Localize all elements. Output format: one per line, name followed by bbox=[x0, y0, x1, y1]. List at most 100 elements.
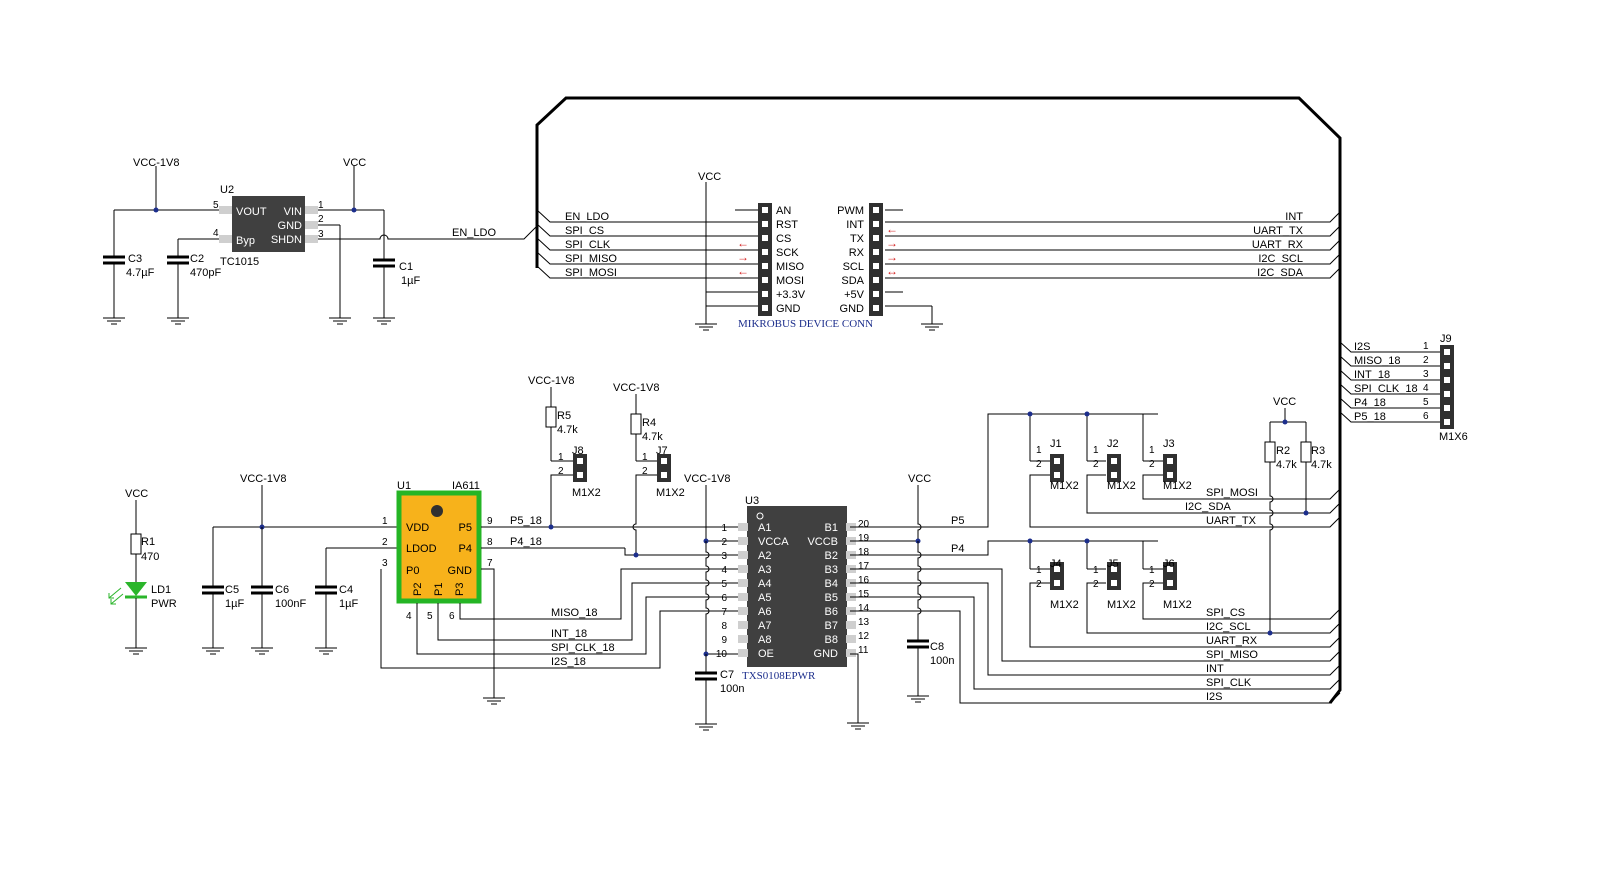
mikrobus-pin-sck: SCK bbox=[776, 247, 799, 259]
mikrobus-pin-miso: MISO bbox=[776, 261, 805, 273]
c1-ref: C1 bbox=[399, 261, 413, 273]
u1-pin-p4: P4 bbox=[459, 543, 472, 555]
net-spi-miso: SPI_MISO bbox=[1206, 649, 1258, 661]
net-i2c-scl: I2C_SCL bbox=[1206, 621, 1251, 633]
ldo-pin-vout: VOUT bbox=[236, 206, 267, 218]
mikrobus-pin-rst: RST bbox=[776, 219, 798, 231]
r4-rail: VCC-1V8 bbox=[613, 382, 659, 394]
c6-value: 100nF bbox=[275, 598, 306, 610]
u1-pinnum-8: 8 bbox=[487, 537, 493, 548]
u3-pinnum-right-8: 12 bbox=[858, 631, 870, 642]
j9-net-5: P4_18 bbox=[1354, 397, 1386, 409]
j8-part: M1X2 bbox=[572, 487, 601, 499]
j2-ref: J2 bbox=[1107, 438, 1119, 450]
j3-pin-2: 2 bbox=[1149, 459, 1155, 470]
led-icon bbox=[125, 582, 147, 596]
mikrobus-pin-tx: TX bbox=[850, 233, 865, 245]
r3-ref: R3 bbox=[1311, 445, 1325, 457]
j9-header: I2S MISO_18 INT_18 SPI_CLK_18 P4_18 P5_1… bbox=[1339, 333, 1468, 443]
u3-pin-right-0: B1 bbox=[825, 522, 838, 534]
ldo-rail-vcc1v8: VCC-1V8 bbox=[133, 157, 179, 169]
u3-ref: U3 bbox=[745, 495, 759, 507]
j7-part: M1X2 bbox=[656, 487, 685, 499]
arrow-both-icon: ↔ bbox=[886, 264, 898, 278]
net-i2s: I2S bbox=[1206, 691, 1223, 703]
j8-pin-1: 1 bbox=[558, 452, 564, 463]
j5-part: M1X2 bbox=[1107, 599, 1136, 611]
j6-pin-2: 2 bbox=[1149, 579, 1155, 590]
u3-pin-right-6: B6 bbox=[825, 606, 838, 618]
u1-pinnum-1: 1 bbox=[382, 516, 388, 527]
j8-pin-2: 2 bbox=[558, 466, 564, 477]
net-p4-18: P4_18 bbox=[510, 536, 542, 548]
j9-net-2: MISO_18 bbox=[1354, 355, 1400, 367]
u3-pinnum-left-5: 6 bbox=[721, 593, 727, 604]
j4-pin-2: 2 bbox=[1036, 579, 1042, 590]
mikrobus-pin-gnd-right: GND bbox=[840, 303, 865, 315]
r4-ref: R4 bbox=[642, 417, 656, 429]
net-spi-cs-bus: SPI_CS bbox=[565, 225, 604, 237]
arrow-left-icon: ← bbox=[737, 236, 749, 250]
net-uart-tx-bus: UART_TX bbox=[1253, 225, 1304, 237]
r1-ref: R1 bbox=[141, 536, 155, 548]
j9-net-6: P5_18 bbox=[1354, 411, 1386, 423]
u3-pin-left-0: A1 bbox=[758, 522, 771, 534]
net-miso-18: MISO_18 bbox=[551, 607, 597, 619]
j5-pin-2: 2 bbox=[1093, 579, 1099, 590]
u3-pinnum-right-7: 13 bbox=[858, 617, 870, 628]
net-i2c-sda: I2C_SDA bbox=[1185, 501, 1232, 513]
ldo-pinnum-3: 3 bbox=[318, 229, 324, 240]
ld1-ref: LD1 bbox=[151, 584, 171, 596]
j9-pin-4: 4 bbox=[1423, 383, 1429, 394]
r1-value: 470 bbox=[141, 551, 159, 563]
u3-pinnum-right-2: 18 bbox=[858, 547, 870, 558]
net-p5-18: P5_18 bbox=[510, 515, 542, 527]
u1-pinnum-3: 3 bbox=[382, 558, 388, 569]
u3-pin-right-3: B3 bbox=[825, 564, 838, 576]
ldo-body bbox=[232, 196, 305, 252]
j9-pin-2: 2 bbox=[1423, 355, 1429, 366]
j9-pin-6: 6 bbox=[1423, 411, 1429, 422]
net-spi-mosi-bus: SPI_MOSI bbox=[565, 267, 617, 279]
u3-pinnum-left-1: 2 bbox=[721, 537, 727, 548]
u3-pin-left-4: A4 bbox=[758, 578, 771, 590]
u1-pinnum-2: 2 bbox=[382, 537, 388, 548]
u3-pinnum-left-8: 9 bbox=[721, 635, 727, 646]
mikrobus-pin-int: INT bbox=[846, 219, 864, 231]
mikrobus-vcc-label: VCC bbox=[698, 171, 721, 183]
j8-ref: J8 bbox=[572, 445, 584, 457]
c4-value: 1µF bbox=[339, 598, 358, 610]
u3-rail-b: VCC bbox=[908, 473, 931, 485]
jumper-section: P5 P4 bbox=[850, 396, 1341, 704]
u3-pinnum-left-3: 4 bbox=[721, 565, 727, 576]
j4-pin-1: 1 bbox=[1036, 565, 1042, 576]
j5-ref: J5 bbox=[1107, 558, 1119, 570]
c5-value: 1µF bbox=[225, 598, 244, 610]
u1-pin-ldod: LDOD bbox=[406, 543, 437, 555]
arrow-left-icon: ← bbox=[737, 264, 749, 278]
mikrobus-pin-rx: RX bbox=[849, 247, 865, 259]
ld1-label: PWR bbox=[151, 598, 177, 610]
net-en-ldo: EN_LDO bbox=[452, 227, 496, 239]
ldo-pin-shdn: SHDN bbox=[271, 234, 302, 246]
net-spi-clk-bus: SPI_CLK bbox=[565, 239, 611, 251]
j6-ref: J6 bbox=[1163, 558, 1175, 570]
j3-part: M1X2 bbox=[1163, 480, 1192, 492]
j3-pin-1: 1 bbox=[1149, 445, 1155, 456]
net-en-ldo-bus: EN_LDO bbox=[565, 211, 609, 223]
c6-ref: C6 bbox=[275, 584, 289, 596]
net-spi-mosi: SPI_MOSI bbox=[1206, 487, 1258, 499]
u3-pinnum-right-3: 17 bbox=[858, 561, 870, 572]
j9-net-1: I2S bbox=[1354, 341, 1371, 353]
u1-pin-p2: P2 bbox=[412, 583, 424, 596]
net-i2s-18: I2S_18 bbox=[551, 656, 586, 668]
u3-pinnum-left-9: 10 bbox=[716, 649, 728, 660]
mikrobus-pin-sda: SDA bbox=[841, 275, 864, 287]
net-spi-clk-18: SPI_CLK_18 bbox=[551, 642, 615, 654]
r2r3-vcc: VCC bbox=[1273, 396, 1296, 408]
j9-net-3: INT_18 bbox=[1354, 369, 1390, 381]
ldo-rail-vcc: VCC bbox=[343, 157, 366, 169]
j9-pin-5: 5 bbox=[1423, 397, 1429, 408]
